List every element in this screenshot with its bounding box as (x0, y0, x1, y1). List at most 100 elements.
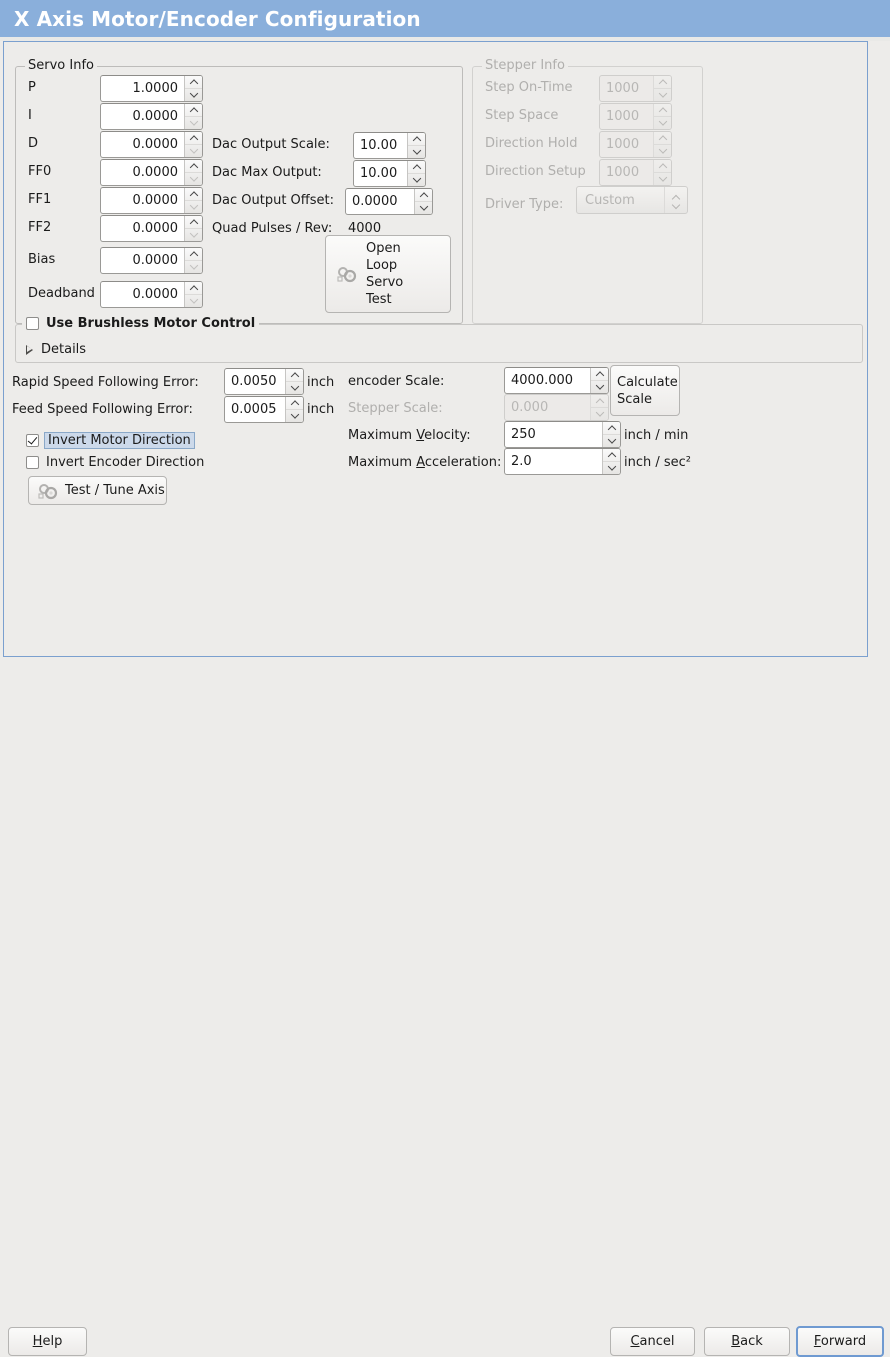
servo-spinner-i[interactable] (184, 104, 202, 129)
rapid-following-error-input[interactable]: 0.0050 (224, 368, 304, 395)
servo-spinner-p[interactable] (184, 76, 202, 101)
spin-up-icon[interactable] (185, 132, 202, 145)
max-accel-label-post: cceleration: (424, 455, 502, 470)
test-tune-axis-button[interactable]: Test / Tune Axis (28, 476, 167, 505)
spin-down-icon[interactable] (408, 146, 425, 158)
spin-up-icon[interactable] (185, 160, 202, 173)
spin-down-icon[interactable] (603, 462, 620, 474)
servo-input-i[interactable]: 0.0000 (100, 103, 203, 130)
back-key: B (731, 1334, 741, 1349)
spin-down-icon[interactable] (185, 229, 202, 241)
maximum-acceleration-input[interactable]: 2.0 (504, 448, 621, 475)
brushless-checkbox-box[interactable] (26, 317, 39, 330)
servo-input-ff2[interactable]: 0.0000 (100, 215, 203, 242)
forward-button[interactable]: Forward (796, 1326, 884, 1357)
calculate-scale-button[interactable]: Calculate Scale (610, 365, 680, 416)
spin-down-icon[interactable] (591, 381, 608, 393)
forward-key: F (813, 1334, 821, 1349)
direction-setup-label: Direction Setup (485, 164, 586, 179)
spin-up-icon[interactable] (408, 133, 425, 146)
spin-up-icon[interactable] (185, 76, 202, 89)
encoder-scale-spinner[interactable] (590, 368, 608, 393)
dac-output-offset-input[interactable]: 0.0000 (345, 188, 433, 215)
spin-down-icon[interactable] (185, 89, 202, 101)
servo-label-bias: Bias (28, 252, 56, 267)
dac-output-offset-label: Dac Output Offset: (212, 193, 334, 208)
encoder-scale-value: 4000.000 (511, 373, 574, 388)
spin-up-icon[interactable] (185, 188, 202, 201)
spin-down-icon[interactable] (603, 435, 620, 447)
rapid-following-error-spinner[interactable] (285, 369, 303, 394)
servo-spinner-ff0[interactable] (184, 160, 202, 185)
spin-up-icon[interactable] (286, 397, 303, 410)
back-button[interactable]: Back (704, 1327, 790, 1356)
spin-down-icon[interactable] (286, 410, 303, 422)
spin-up-icon[interactable] (415, 189, 432, 202)
dac-output-scale-spinner[interactable] (407, 133, 425, 158)
spin-up-icon[interactable] (185, 248, 202, 261)
servo-value-d: 0.0000 (132, 137, 179, 152)
spin-down-icon[interactable] (286, 382, 303, 394)
cancel-button[interactable]: Cancel (610, 1327, 695, 1356)
servo-input-p[interactable]: 1.0000 (100, 75, 203, 102)
servo-spinner-deadband[interactable] (184, 282, 202, 307)
spin-up-icon[interactable] (185, 104, 202, 117)
servo-info-legend: Servo Info (25, 59, 97, 73)
maximum-acceleration-spinner[interactable] (602, 449, 620, 474)
open-loop-servo-test-button[interactable]: Open Loop Servo Test (325, 235, 451, 313)
dac-max-output-input[interactable]: 10.00 (353, 160, 426, 187)
servo-label-ff0: FF0 (28, 164, 52, 179)
use-brushless-motor-control-checkbox[interactable]: Use Brushless Motor Control (22, 316, 260, 331)
invert-motor-checkbox-box[interactable] (26, 434, 39, 447)
spin-down-icon[interactable] (185, 261, 202, 273)
feed-following-error-input[interactable]: 0.0005 (224, 396, 304, 423)
spin-down-icon[interactable] (185, 145, 202, 157)
servo-spinner-d[interactable] (184, 132, 202, 157)
gears-icon (337, 267, 357, 283)
servo-input-deadband[interactable]: 0.0000 (100, 281, 203, 308)
maximum-velocity-input[interactable]: 250 (504, 421, 621, 448)
dac-output-offset-spinner[interactable] (414, 189, 432, 214)
servo-value-p: 1.0000 (132, 81, 179, 96)
spin-down-icon[interactable] (415, 202, 432, 214)
invert-motor-direction-checkbox[interactable]: Invert Motor Direction (26, 432, 195, 449)
spin-down-icon[interactable] (185, 117, 202, 129)
chevron-right-icon[interactable] (26, 344, 33, 355)
maximum-acceleration-unit: inch / sec² (624, 455, 692, 470)
spin-down-icon[interactable] (185, 201, 202, 213)
servo-label-i: I (28, 108, 32, 123)
spin-up-icon (591, 395, 608, 408)
servo-input-ff0[interactable]: 0.0000 (100, 159, 203, 186)
details-expander[interactable]: Details (26, 342, 86, 357)
spin-up-icon[interactable] (591, 368, 608, 381)
feed-following-error-spinner[interactable] (285, 397, 303, 422)
servo-spinner-ff1[interactable] (184, 188, 202, 213)
servo-input-bias[interactable]: 0.0000 (100, 247, 203, 274)
spin-up-icon[interactable] (286, 369, 303, 382)
spin-down-icon (654, 89, 671, 101)
spin-up-icon[interactable] (603, 449, 620, 462)
invert-encoder-direction-checkbox[interactable]: Invert Encoder Direction (26, 455, 204, 470)
rapid-following-error-label: Rapid Speed Following Error: (12, 375, 199, 390)
dac-output-scale-value: 10.00 (360, 138, 398, 153)
servo-input-ff1[interactable]: 0.0000 (100, 187, 203, 214)
spin-down-icon[interactable] (185, 173, 202, 185)
servo-spinner-bias[interactable] (184, 248, 202, 273)
max-velocity-label-key: V (416, 428, 425, 443)
maximum-velocity-spinner[interactable] (602, 422, 620, 447)
invert-encoder-checkbox-box[interactable] (26, 456, 39, 469)
dac-output-scale-input[interactable]: 10.00 (353, 132, 426, 159)
spin-up-icon[interactable] (408, 161, 425, 174)
servo-spinner-ff2[interactable] (184, 216, 202, 241)
dac-max-output-spinner[interactable] (407, 161, 425, 186)
encoder-scale-input[interactable]: 4000.000 (504, 367, 609, 394)
servo-input-d[interactable]: 0.0000 (100, 131, 203, 158)
spin-up-icon[interactable] (185, 216, 202, 229)
spin-down-icon[interactable] (408, 174, 425, 186)
spin-down-icon (654, 173, 671, 185)
spin-up-icon[interactable] (185, 282, 202, 295)
servo-label-d: D (28, 136, 39, 151)
spin-up-icon[interactable] (603, 422, 620, 435)
spin-down-icon[interactable] (185, 295, 202, 307)
help-button[interactable]: Help (8, 1327, 87, 1356)
